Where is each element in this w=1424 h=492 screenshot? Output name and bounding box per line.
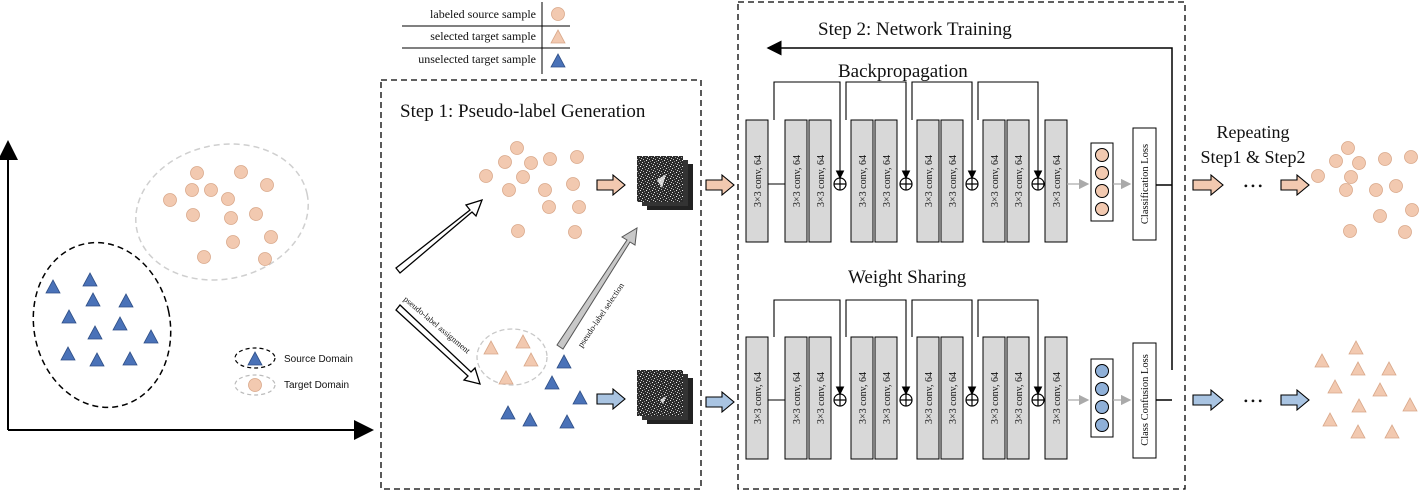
conv-layer-label: 3×3 conv, 64 [1014, 372, 1025, 424]
backprop-label: Backpropagation [838, 61, 968, 82]
conv-layer-label: 3×3 conv, 64 [858, 372, 869, 424]
conv-layer-label: 3×3 conv, 64 [816, 155, 827, 207]
classification-loss-label: Classification Loss [1140, 144, 1151, 224]
source-domain-label: Source Domain [284, 354, 353, 365]
target-domain-cluster [135, 143, 309, 281]
legend-unselected-target: unselected target sample [418, 52, 536, 66]
circle-plus-icon [899, 393, 913, 407]
ellipsis-bottom: • • • [1244, 394, 1263, 408]
circle-plus-icon [965, 393, 979, 407]
conv-layer-label: 3×3 conv, 64 [948, 372, 959, 424]
step2-panel: Step 2: Network Training Backpropagation… [737, 1, 1186, 490]
circle-plus-icon [833, 393, 847, 407]
step2-title: Step 2: Network Training [818, 19, 1012, 40]
domain-legend: Source Domain Target Domain [234, 347, 353, 396]
sample-legend: labeled source sample selected target sa… [402, 2, 570, 74]
network-top: 3×3 conv, 64 3×3 conv, 64 3×3 conv, 64 3… [745, 81, 1157, 243]
conv-layer-label: 3×3 conv, 64 [1052, 372, 1063, 424]
circle-plus-icon [833, 177, 847, 191]
circle-plus-icon [1031, 393, 1045, 407]
conv-layer-label: 3×3 conv, 64 [858, 155, 869, 207]
conv-layer-label: 3×3 conv, 64 [816, 372, 827, 424]
conv-layer-label: 3×3 conv, 64 [990, 155, 1001, 207]
conv-layer-label: 3×3 conv, 64 [753, 155, 764, 207]
conv-layer-label: 3×3 conv, 64 [924, 372, 935, 424]
weight-sharing-label: Weight Sharing [848, 267, 967, 288]
source-domain-cluster [32, 241, 172, 409]
ellipsis-top: • • • [1244, 179, 1263, 193]
conv-layer-label: 3×3 conv, 64 [1014, 155, 1025, 207]
step1-panel: Step 1: Pseudo-label Generation pseudo-l… [380, 79, 702, 490]
legend-labeled-source: labeled source sample [430, 7, 536, 21]
repeat-line2: Step1 & Step2 [1200, 147, 1305, 167]
circle-plus-icon [1031, 177, 1045, 191]
conv-layer-label: 3×3 conv, 64 [882, 372, 893, 424]
conv-layer-label: 3×3 conv, 64 [948, 155, 959, 207]
peach-block-arrow-icon [705, 173, 735, 197]
legend-selected-target: selected target sample [430, 29, 536, 43]
target-image-stack-top [637, 156, 693, 210]
conv-layer-label: 3×3 conv, 64 [792, 372, 803, 424]
conv-layer-label: 3×3 conv, 64 [753, 372, 764, 424]
conv-layer-label: 3×3 conv, 64 [990, 372, 1001, 424]
class-confusion-loss-label: Class Confusion Loss [1140, 354, 1151, 446]
network-bottom: 3×3 conv, 64 3×3 conv, 64 3×3 conv, 64 3… [745, 299, 1157, 460]
conv-layer-label: 3×3 conv, 64 [792, 155, 803, 207]
conv-layer-label: 3×3 conv, 64 [882, 155, 893, 207]
blue-block-arrow-icon [705, 390, 735, 414]
circle-plus-icon [899, 177, 913, 191]
repeating-section: Repeating Step1 & Step2 • • • • • • [1192, 122, 1419, 439]
target-domain-label: Target Domain [284, 380, 349, 391]
conv-layer-label: 3×3 conv, 64 [924, 155, 935, 207]
circle-plus-icon [965, 177, 979, 191]
coordinate-axes [0, 140, 374, 440]
step1-title: Step 1: Pseudo-label Generation [400, 101, 646, 122]
repeat-line1: Repeating [1217, 122, 1290, 142]
conv-layer-label: 3×3 conv, 64 [1052, 155, 1063, 207]
target-image-stack-bottom [637, 370, 693, 424]
